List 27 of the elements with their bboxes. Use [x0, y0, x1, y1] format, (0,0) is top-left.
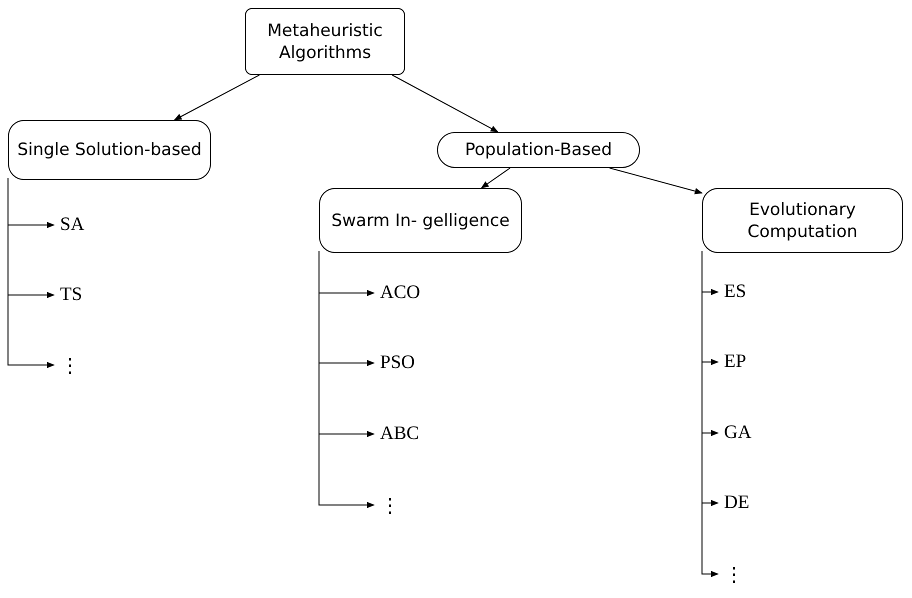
rounded-box	[702, 188, 903, 253]
arrow	[392, 74, 499, 132]
rounded-box	[437, 132, 640, 168]
box-label: Population-Based	[464, 139, 612, 161]
arrow	[609, 168, 703, 194]
box-label: Swarm In- gelligence	[331, 210, 510, 232]
box-label: Evolutionary Computation	[746, 198, 859, 242]
vertical-ellipsis: ⋮	[724, 560, 744, 590]
leaf-label: SA	[60, 212, 84, 238]
rounded-box	[245, 8, 405, 75]
leaf-label: PSO	[380, 350, 415, 376]
box-label: Single Solution-based	[17, 139, 202, 161]
leaf-label: ES	[724, 279, 746, 305]
vertical-ellipsis: ⋮	[380, 491, 400, 521]
leaf-label: TS	[60, 282, 82, 308]
rounded-box	[319, 188, 522, 253]
leaf-label: DE	[724, 490, 750, 516]
arrow	[318, 250, 375, 508]
leaf-label: EP	[724, 349, 746, 375]
arrow	[174, 74, 260, 120]
vertical-ellipsis: ⋮	[60, 351, 80, 381]
rounded-box	[8, 120, 211, 180]
box-label: Metaheuristic Algorithms	[266, 20, 384, 64]
leaf-label: ACO	[380, 280, 420, 306]
leaf-label: ABC	[380, 421, 420, 447]
leaf-label: GA	[724, 420, 752, 446]
arrow	[480, 168, 511, 188]
